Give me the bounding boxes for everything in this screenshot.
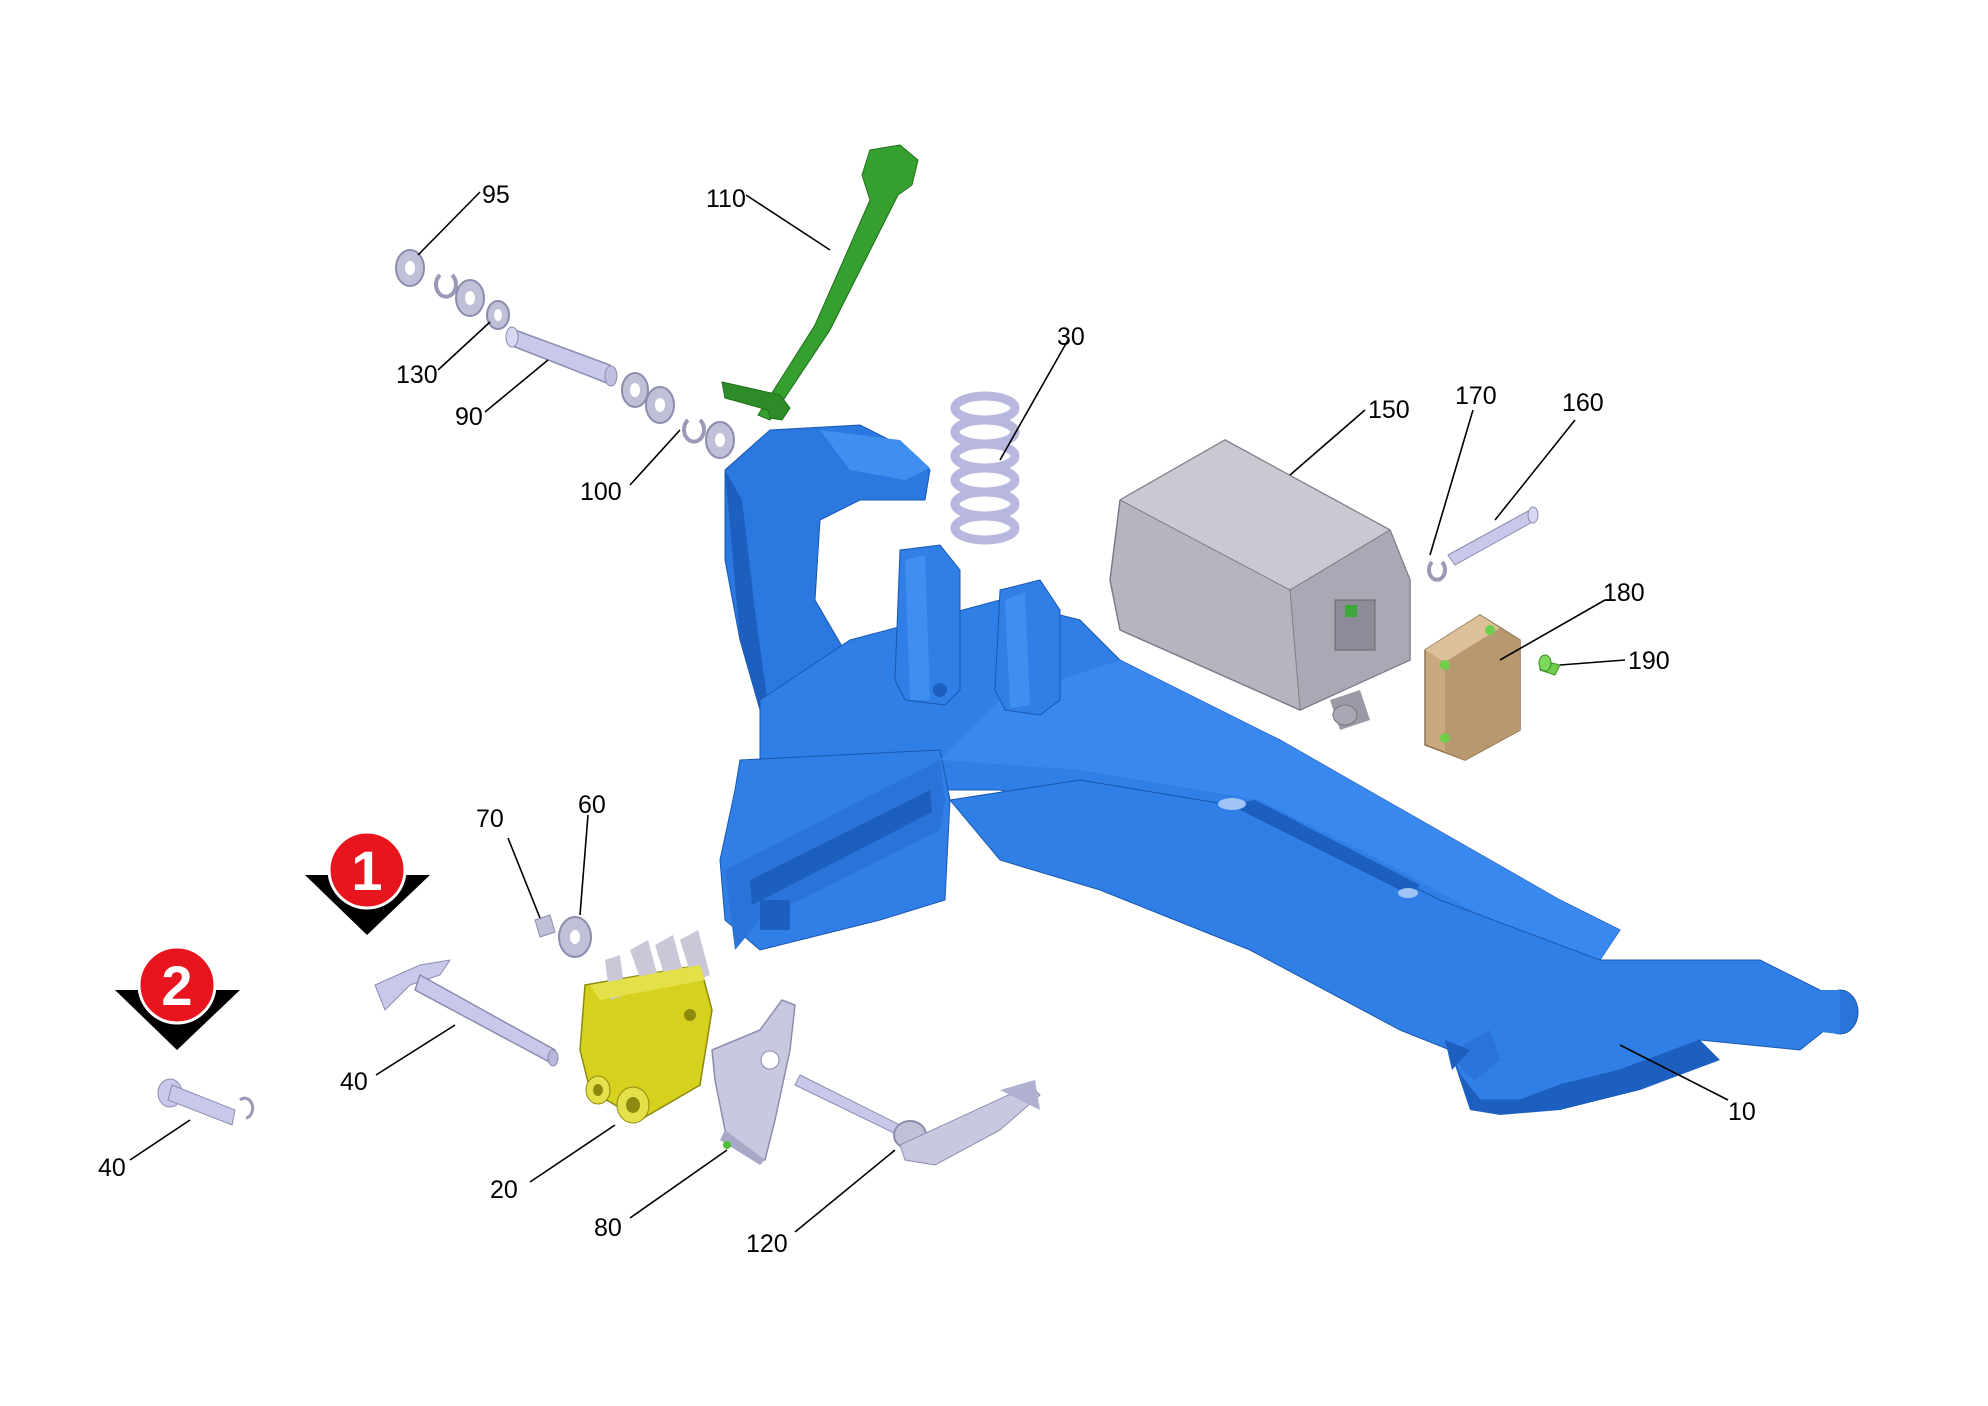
cover-part-180 [1424,614,1521,761]
callout-110: 110 [706,185,746,213]
shaft-part-40-variant-2 [157,1078,255,1126]
callout-160: 160 [1562,389,1604,417]
variant-badge-2-label: 2 [161,954,192,1017]
callout-30: 30 [1057,323,1085,351]
washer-part-60 [558,916,592,958]
callout-170: 170 [1455,382,1497,410]
hinge-bracket-left [894,544,961,706]
main-frame-part-10 [719,424,1859,1115]
callout-120: 120 [746,1230,788,1258]
callout-100: 100 [580,478,622,506]
callout-90: 90 [455,403,483,431]
variant-badge-1-label: 1 [351,839,382,902]
spring-part-30 [950,391,1020,545]
bracket-part-20 [579,930,713,1124]
callout-10: 10 [1728,1098,1756,1126]
callout-80: 80 [594,1214,622,1242]
callout-180: 180 [1603,579,1645,607]
plate-part-80 [711,999,796,1165]
lever-part-110 [721,144,919,421]
callout-70: 70 [476,805,504,833]
callout-60: 60 [578,791,606,819]
variant-badge-1: 1 [305,830,430,935]
clamp-part-120 [794,1074,1041,1166]
pin-assembly-parts-95-90-100-130 [395,249,735,459]
nut-part-70 [534,914,556,938]
shaft-part-40-variant-1 [374,959,559,1067]
screw-part-190 [1538,654,1561,676]
callout-95: 95 [482,181,510,209]
callout-130: 130 [396,361,438,389]
callout-labels: 95 110 130 90 100 30 150 170 160 180 190… [98,181,1756,1258]
callout-40-upper: 40 [340,1068,368,1096]
callout-150: 150 [1368,396,1410,424]
clip-part-170 [1427,560,1447,582]
pin-part-160 [1447,506,1539,566]
callout-40-lower: 40 [98,1154,126,1182]
callout-190: 190 [1628,647,1670,675]
variant-badge-2: 2 [115,945,240,1050]
control-box-part-150 [1109,439,1411,730]
leader-lines [129,191,1729,1233]
hinge-bracket-right [994,579,1061,716]
callout-20: 20 [490,1176,518,1204]
